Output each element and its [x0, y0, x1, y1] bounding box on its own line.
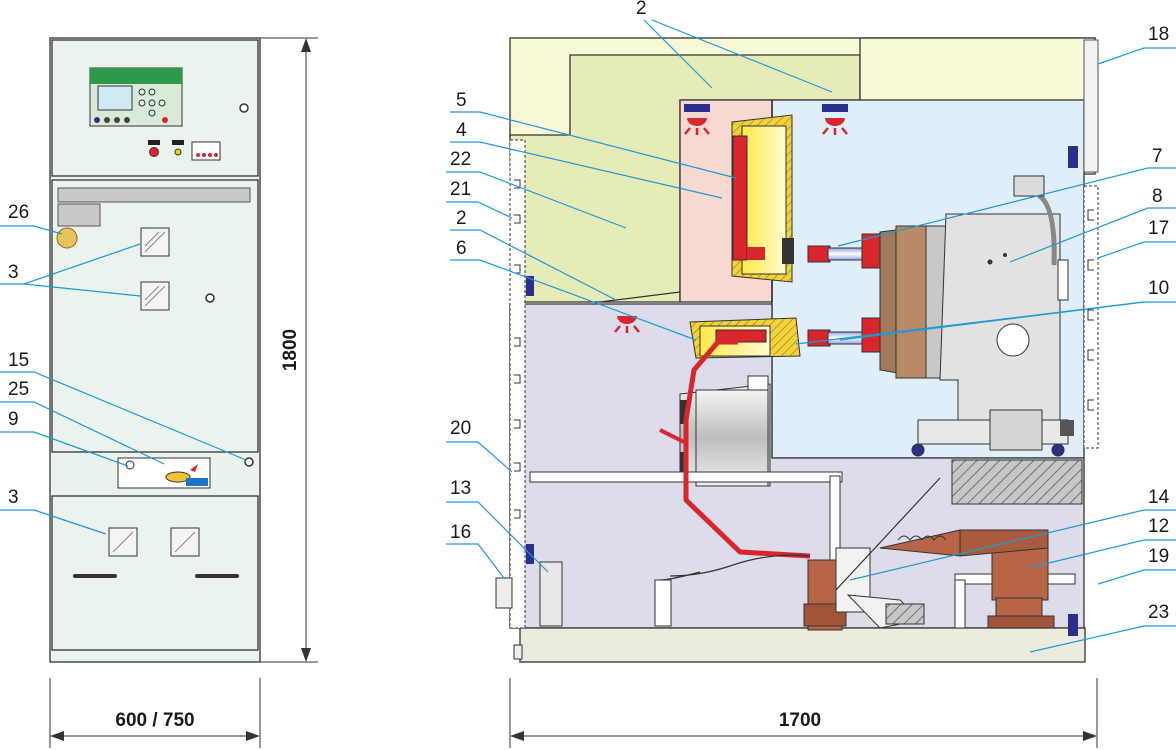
- cable-gland-16: [495, 577, 513, 609]
- indicator-led: [208, 153, 212, 157]
- marker: [1068, 614, 1078, 636]
- hatched-support: [951, 459, 1083, 505]
- callout-19: 19: [1148, 546, 1169, 567]
- door-lock-icon: [244, 457, 254, 467]
- pressure-relief-flap: [684, 104, 710, 135]
- callout-8: 8: [1152, 186, 1163, 207]
- callout-3-lower: 3: [8, 487, 19, 508]
- earthing-switch-14: [803, 477, 941, 631]
- callout-7: 7: [1152, 146, 1163, 167]
- callout-9: 9: [8, 409, 19, 430]
- hmi-led: [162, 117, 168, 123]
- callout-13: 13: [450, 478, 471, 499]
- busbar-bushing-5: [731, 114, 793, 283]
- indicator-led: [214, 153, 218, 157]
- callout-2-mid: 2: [456, 208, 467, 229]
- door-lock-icon: [205, 293, 215, 303]
- callout-23: 23: [1148, 602, 1169, 623]
- dimension-depth-label: 1700: [779, 710, 821, 731]
- support-rail: [954, 579, 966, 629]
- pressure-relief-flap: [614, 316, 640, 333]
- dimension-depth: 1700: [509, 678, 1098, 748]
- left-wall: [509, 139, 526, 629]
- section-view: [495, 37, 1099, 663]
- callout-3-upper: 3: [8, 262, 19, 283]
- indicator-led: [202, 153, 206, 157]
- push-button-red: [149, 147, 159, 157]
- circuit-breaker-8: [879, 175, 1069, 421]
- hmi-button: [148, 88, 156, 96]
- callout-2-top: 2: [636, 0, 647, 19]
- heater-13: [539, 561, 563, 627]
- hmi-button: [158, 99, 166, 107]
- callout-26: 26: [8, 202, 29, 223]
- bushing-connector: [782, 238, 794, 264]
- hmi-button: [148, 109, 156, 117]
- callout-12: 12: [1148, 516, 1169, 537]
- dimension-front-width: 600 / 750: [49, 678, 261, 748]
- hmi-button: [138, 99, 146, 107]
- control-switch: [172, 140, 184, 145]
- dimension-front-width-label: 600 / 750: [115, 710, 194, 731]
- callouts: 26 3 15 25 9 3 5 4 22 21 2 6 20 13 16: [0, 0, 1176, 653]
- callout-17: 17: [1148, 218, 1169, 239]
- side-cover-18: [1083, 39, 1099, 173]
- indicator-block: [191, 141, 221, 161]
- hmi-button: [104, 117, 110, 123]
- cable-door: [51, 495, 259, 651]
- callout-10: 10: [1148, 278, 1169, 299]
- hmi-button: [138, 88, 146, 96]
- dimension-height-label: 1800: [280, 329, 301, 371]
- callout-4: 4: [456, 120, 467, 141]
- callout-20: 20: [450, 418, 471, 439]
- breaker-truck: [911, 409, 1074, 457]
- indicator-lamp: [174, 148, 182, 156]
- conductor: [659, 428, 685, 444]
- wall-vents: [514, 179, 521, 519]
- base-plate-23: [519, 627, 1086, 663]
- indicator-led: [196, 153, 200, 157]
- door-handle: [195, 574, 239, 578]
- door-label: [57, 203, 101, 227]
- dimension-height: 1800: [258, 37, 318, 663]
- hmi-button: [148, 99, 156, 107]
- indicator-26: [56, 227, 78, 249]
- hmi-button: [94, 117, 100, 123]
- hmi-top-strip: [90, 68, 182, 84]
- current-transformer: [679, 375, 771, 487]
- callout-6: 6: [456, 238, 467, 259]
- hmi-screen: [97, 85, 133, 111]
- right-wall: [1083, 185, 1099, 449]
- base-plate-detail: [513, 644, 523, 660]
- callout-18: 18: [1148, 24, 1169, 45]
- door-handle: [73, 574, 117, 578]
- marker: [526, 276, 534, 296]
- marker: [1068, 146, 1078, 168]
- callout-16: 16: [450, 522, 471, 543]
- right-wall-vents: [1087, 209, 1094, 411]
- callout-5: 5: [456, 90, 467, 111]
- hmi-button: [114, 117, 120, 123]
- door-lock-icon: [239, 103, 249, 113]
- callout-21: 21: [450, 179, 471, 200]
- mimic-blue-tag: [186, 478, 208, 486]
- pressure-relief-flap: [822, 104, 848, 135]
- mimic-handle: [165, 471, 191, 483]
- conductor: [683, 339, 811, 559]
- callout-22: 22: [450, 149, 471, 170]
- callout-15: 15: [8, 350, 29, 371]
- vt-fuse: [654, 579, 672, 627]
- door-nameplate: [57, 187, 251, 203]
- callout-25: 25: [8, 379, 29, 400]
- front-view: [49, 37, 261, 663]
- callout-14: 14: [1148, 487, 1170, 508]
- hmi-button: [124, 117, 130, 123]
- control-switch: [148, 140, 160, 145]
